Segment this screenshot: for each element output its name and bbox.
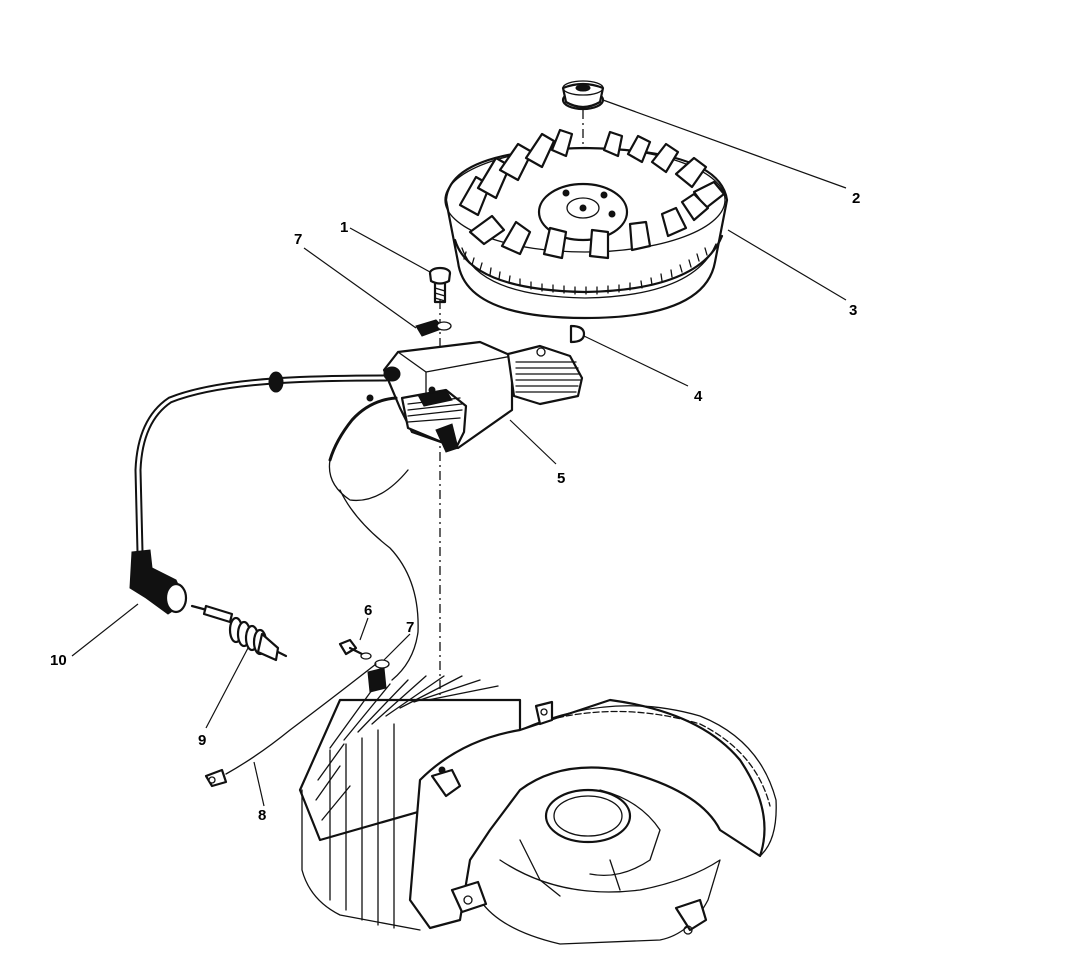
callout-3: 3 [849, 302, 857, 319]
flywheel-nut [561, 80, 605, 111]
callout-4: 4 [694, 388, 703, 405]
ground-screw [338, 638, 372, 660]
spark-plug-boot [129, 549, 188, 615]
ground-tab-upper [415, 319, 452, 337]
mounting-screw [428, 266, 452, 304]
module-lead [328, 394, 419, 681]
callout-2: 2 [852, 190, 860, 207]
callout-8: 8 [258, 807, 266, 824]
flywheel [444, 128, 729, 320]
callout-10: 10 [50, 652, 67, 669]
spark-plug [190, 604, 288, 662]
leader-lines [71, 99, 847, 807]
engine-block [298, 675, 777, 945]
ground-wire [204, 663, 377, 788]
callout-7-lower: 7 [406, 619, 414, 636]
callout-9: 9 [198, 732, 206, 749]
callout-6: 6 [364, 602, 372, 619]
ground-tab-lower [367, 659, 390, 693]
callout-labels: 1 2 3 4 5 6 7 7 8 9 10 [50, 190, 860, 824]
callout-5: 5 [557, 470, 565, 487]
callout-7-upper: 7 [294, 231, 302, 248]
callout-1: 1 [340, 219, 348, 236]
spark-plug-wire [134, 366, 401, 556]
woodruff-key [569, 324, 586, 344]
ignition-module [382, 340, 584, 453]
